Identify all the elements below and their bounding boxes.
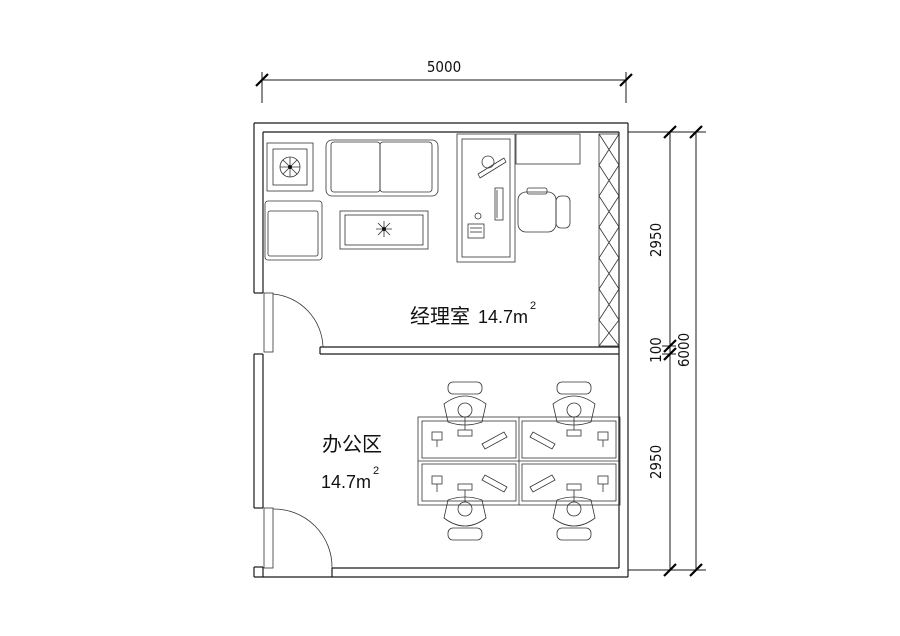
walls: [253, 122, 629, 578]
phone-icon: [431, 431, 443, 447]
manager-room-name: 经理室: [410, 304, 470, 328]
side-cabinet: [515, 133, 581, 165]
manager-room-area-sup: 2: [530, 300, 536, 312]
phone-icon: [597, 431, 609, 447]
phone-icon: [431, 475, 443, 492]
office-chair: [443, 381, 487, 437]
file-tray: [494, 187, 504, 221]
right-lower-dimension-label: 2950: [647, 445, 665, 479]
monitor-icon: [481, 474, 508, 493]
office-chair: [552, 381, 596, 437]
door-manager: [263, 292, 324, 353]
office-area-area: 14.7m: [321, 472, 371, 492]
office-area-area-sup: 2: [373, 465, 379, 477]
manager-room-area: 14.7m: [478, 307, 528, 327]
right-upper-dimension-label: 2950: [647, 223, 665, 257]
office-chair: [443, 483, 487, 541]
manager-room-label: 经理室 14.7m 2: [410, 300, 536, 328]
armchair-left: [264, 200, 323, 261]
manager-chair: [517, 187, 571, 233]
top-dimension-label: 5000: [427, 58, 461, 76]
armchair-top-left: [266, 142, 314, 192]
plant-icon: [279, 156, 301, 178]
right-total-dimension-label: 6000: [675, 333, 693, 367]
monitor-icon: [529, 474, 556, 493]
office-area-label: 办公区 14.7m 2: [321, 432, 382, 492]
coffee-table: [339, 210, 429, 250]
top-dimension: 5000: [255, 58, 633, 103]
wardrobe: [598, 133, 620, 347]
right-dimension: 2950 100 2950 6000: [628, 125, 706, 577]
office-chair: [552, 483, 596, 541]
monitor-icon: [481, 431, 508, 450]
phone-icon: [597, 475, 609, 492]
office-area-name: 办公区: [322, 432, 382, 456]
door-office: [263, 507, 333, 569]
monitor-icon: [529, 431, 556, 450]
sofa: [325, 139, 439, 197]
manager-desk: [456, 133, 516, 263]
phone-icon: [467, 212, 485, 239]
workstation-cluster: [417, 416, 621, 506]
right-middle-dimension-label: 100: [647, 337, 665, 363]
